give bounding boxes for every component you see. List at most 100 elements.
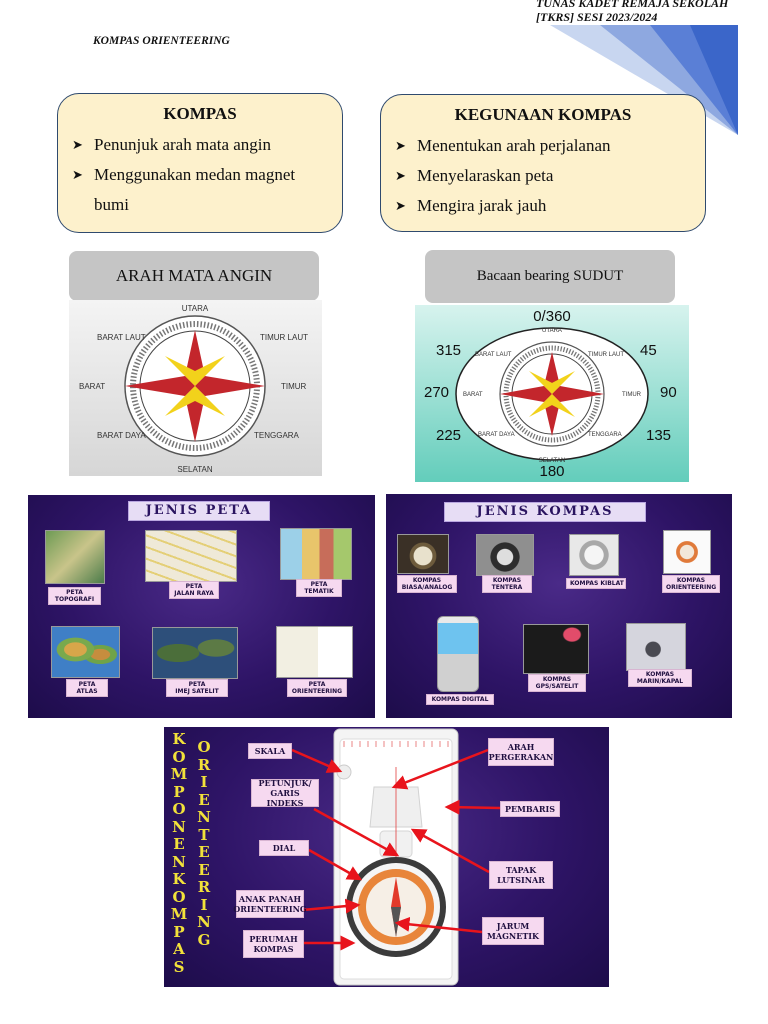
peta-topografi-image [45,530,105,584]
dir-north: UTARA [182,304,209,313]
list-item-text: Menggunakan medan magnet [94,165,296,184]
kompas-box-title: KOMPAS [163,104,237,123]
list-item: ➤ Penunjuk arah mata angin [72,130,328,160]
compass-rose-image: UTARA TIMUR LAUT TIMUR TENGGARA SELATAN … [69,300,322,476]
bdir-north: UTARA [542,328,562,334]
dir-northwest: BARAT LAUT [97,333,146,342]
arrow-bullet-icon: ➤ [395,138,406,153]
kompas-box: KOMPAS ➤ Penunjuk arah mata angin ➤ Menggu… [57,93,343,233]
arrow-bullet-icon: ➤ [72,137,83,152]
peta-jalan-raya-image [145,530,237,582]
label-anak-panah: ANAK PANAH ORIENTEERING [233,890,307,918]
bdir-southeast: TENGGARA [588,432,622,438]
dir-southeast: TENGGARA [254,431,300,440]
kompas-orienteering-image [663,530,711,574]
dir-east: TIMUR [281,382,307,391]
label-arah: ARAH PERGERAKAN [488,738,554,766]
bearing-270: 270 [424,384,449,401]
bearing-tab: Bacaan bearing SUDUT [425,250,675,303]
list-item: ➤ Menyelaraskan peta [395,161,691,191]
bearing-star [500,352,604,436]
arah-mata-angin-tab: ARAH MATA ANGIN [69,251,319,301]
kompas-analog-image [397,534,449,574]
bdir-south: SELATAN [539,458,565,464]
list-item: ➤ Menggunakan medan magnet [72,160,328,190]
list-item-text: Penunjuk arah mata angin [94,135,272,154]
vertical-title-left: KOMPONEN KOMPAS [170,730,188,976]
peta-tematik-image [280,528,352,580]
jenis-kompas-title: JENIS KOMPAS [444,502,646,522]
jenis-peta-title: JENIS PETA [128,501,270,521]
bearing-225: 225 [436,427,461,444]
dir-northeast: TIMUR LAUT [260,333,308,342]
kompas-kiblat-image [569,534,619,576]
bearing-315: 315 [436,342,461,359]
kompas-marin-image [626,623,686,671]
label-perumah: PERUMAH KOMPAS [243,930,304,958]
school-line-2: [TKRS] SESI 2023/2024 [536,10,658,24]
bdir-northwest: BARAT LAUT [475,352,512,358]
rose-star [125,330,265,442]
list-item-text: Menentukan arah perjalanan [417,136,611,155]
label-arrows [291,748,501,951]
kompas-caption: KOMPAS KIBLAT [566,578,626,589]
kompas-gps-image [523,624,589,674]
list-item-text: Mengira jarak jauh [417,196,547,215]
bdir-southwest: BARAT DAYA [478,432,515,438]
dir-south: SELATAN [177,465,212,474]
label-tapak: TAPAK LUTSINAR [489,861,553,889]
arrow-bullet-icon: ➤ [72,167,83,182]
bdir-west: BARAT [463,392,483,398]
label-dial: DIAL [259,840,309,856]
kompas-list: ➤ Penunjuk arah mata angin ➤ Menggunakan m… [72,130,328,220]
school-line-1: TUNAS KADET REMAJA SEKOLAH [536,0,729,10]
list-item-continuation: bumi [72,190,328,220]
label-pembaris: PEMBARIS [500,801,560,817]
kegunaan-list: ➤ Menentukan arah perjalanan ➤ Menyelarask… [395,131,691,221]
dir-west: BARAT [79,382,105,391]
kompas-digital-image [437,616,479,692]
bearing-90: 90 [660,384,677,401]
bdir-east: TIMUR [622,392,642,398]
school-header: TUNAS KADET REMAJA SEKOLAH [TKRS] SESI 2… [536,0,728,24]
arrow-bullet-icon: ➤ [395,198,406,213]
list-item-text: Menyelaraskan peta [417,166,554,185]
bdir-northeast: TIMUR LAUT [588,352,624,358]
bearing-0-360: 0/360 [533,308,571,325]
kompas-tentera-image [476,534,534,576]
label-jarum: JARUM MAGNETIK [482,917,544,945]
dir-southwest: BARAT DAYA [97,431,146,440]
kegunaan-box: KEGUNAAN KOMPAS ➤ Menentukan arah perjala… [380,94,706,232]
label-skala: SKALA [248,743,292,759]
label-petunjuk: PETUNJUK/ GARIS INDEKS [251,778,319,808]
kegunaan-box-title: KEGUNAAN KOMPAS [454,105,632,124]
list-item-text: bumi [94,195,129,214]
peta-orienteering-image [276,626,353,678]
kompas-caption: KOMPAS DIGITAL [426,694,494,705]
arrow-bullet-icon: ➤ [395,168,406,183]
komponen-panel: KOMPONEN KOMPAS ORIENTEERING [164,727,609,987]
bearing-135: 135 [646,427,671,444]
peta-atlas-image [51,626,120,678]
list-item: ➤ Mengira jarak jauh [395,191,691,221]
bearing-45: 45 [640,342,657,359]
peta-imej-satelit-image [152,627,238,679]
bearing-180: 180 [539,463,564,480]
vertical-title-right: ORIENTEERING [197,738,211,949]
bearing-diagram: UTARA TIMUR LAUT TIMUR TENGGARA SELATAN … [415,305,689,482]
section-title: KOMPAS ORIENTEERING [93,35,230,47]
list-item: ➤ Menentukan arah perjalanan [395,131,691,161]
